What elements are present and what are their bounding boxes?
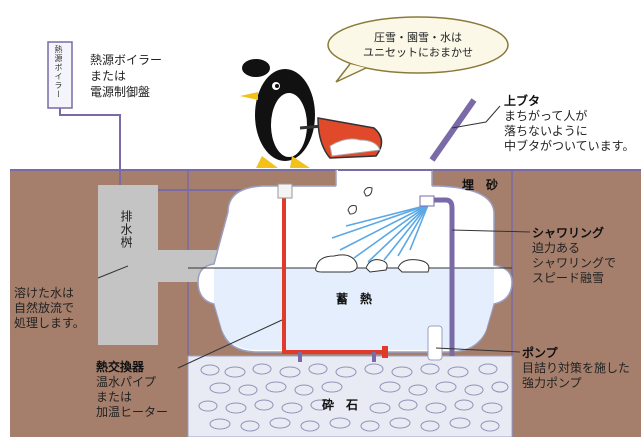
drain-pit (98, 185, 158, 345)
pump (427, 325, 443, 361)
backfill-label: 埋 砂 (462, 178, 499, 192)
pump-label: ポンプ 目詰り対策を施した 強力ポンプ (522, 346, 631, 390)
lid (429, 98, 477, 162)
shower-pipe (426, 197, 455, 356)
gravel-label: 砕 石 (322, 398, 359, 412)
tank-neck (336, 170, 432, 188)
drain-label: 排水桝 (119, 210, 133, 249)
heater-box (47, 41, 73, 109)
storage-label: 蓄 熱 (336, 292, 373, 306)
speech-bubble-text: 圧雪・園雪・水は ユニセットにおまかせ (363, 31, 473, 59)
lid-label: 上ブタ まちがって人が 落ちないように 中ブタがついています。 (504, 94, 635, 153)
penguin-illustration (240, 59, 383, 168)
heater-label: 熱源ボイラー または 電源制御盤 (90, 53, 163, 99)
melt-label: 溶けた水は 自然放流で 処理します。 (14, 286, 85, 330)
exchanger-label: 熱交換器 温水パイプ または 加温ヒーター (96, 360, 169, 419)
heat-exchanger-pipe (282, 198, 382, 354)
shower-label: シャワリング 迫力ある シャワリングで スピード融雪 (532, 226, 617, 285)
heater-box-label: 熱源ボイラー (54, 45, 63, 99)
speech-bubble (327, 16, 509, 74)
